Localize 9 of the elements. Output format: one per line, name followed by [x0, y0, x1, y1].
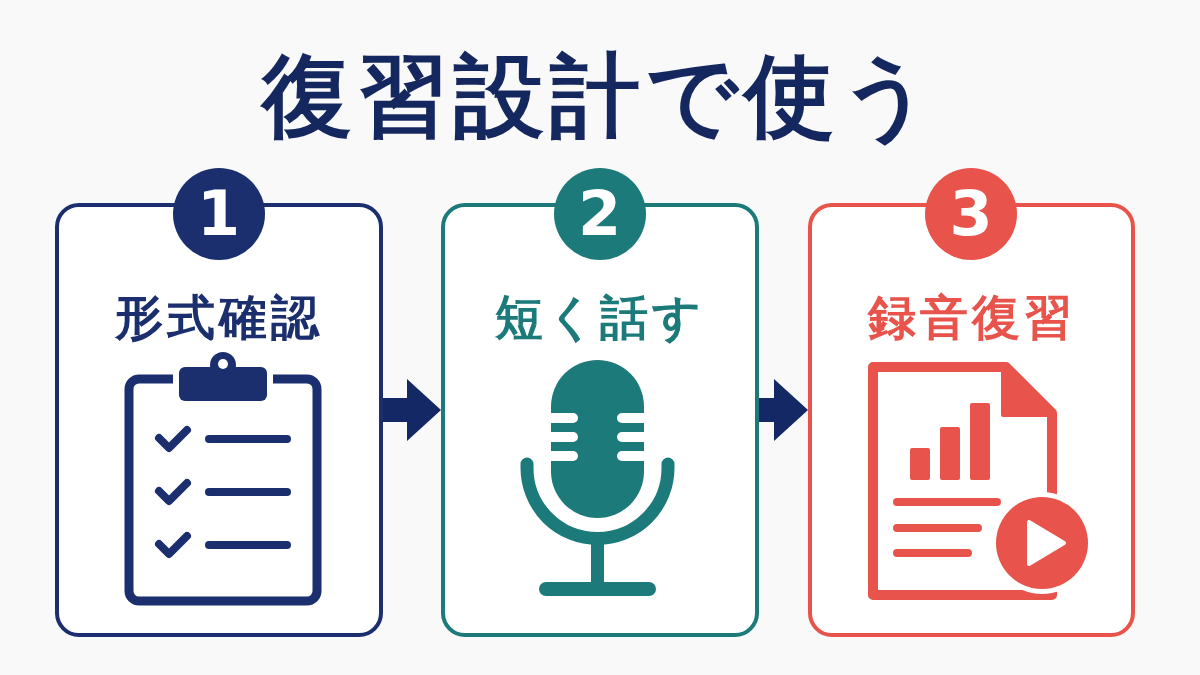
- step-title: 短く話す: [495, 288, 705, 347]
- arrow: [759, 379, 808, 441]
- arrow: [383, 379, 441, 441]
- step-title: 形式確認: [115, 288, 323, 347]
- step-number: 1: [172, 167, 265, 260]
- step-number: 2: [553, 167, 646, 260]
- step-number: 3: [925, 167, 1017, 260]
- title: 復習設計で使う: [262, 44, 938, 148]
- step-title: 録音復習: [867, 288, 1076, 347]
